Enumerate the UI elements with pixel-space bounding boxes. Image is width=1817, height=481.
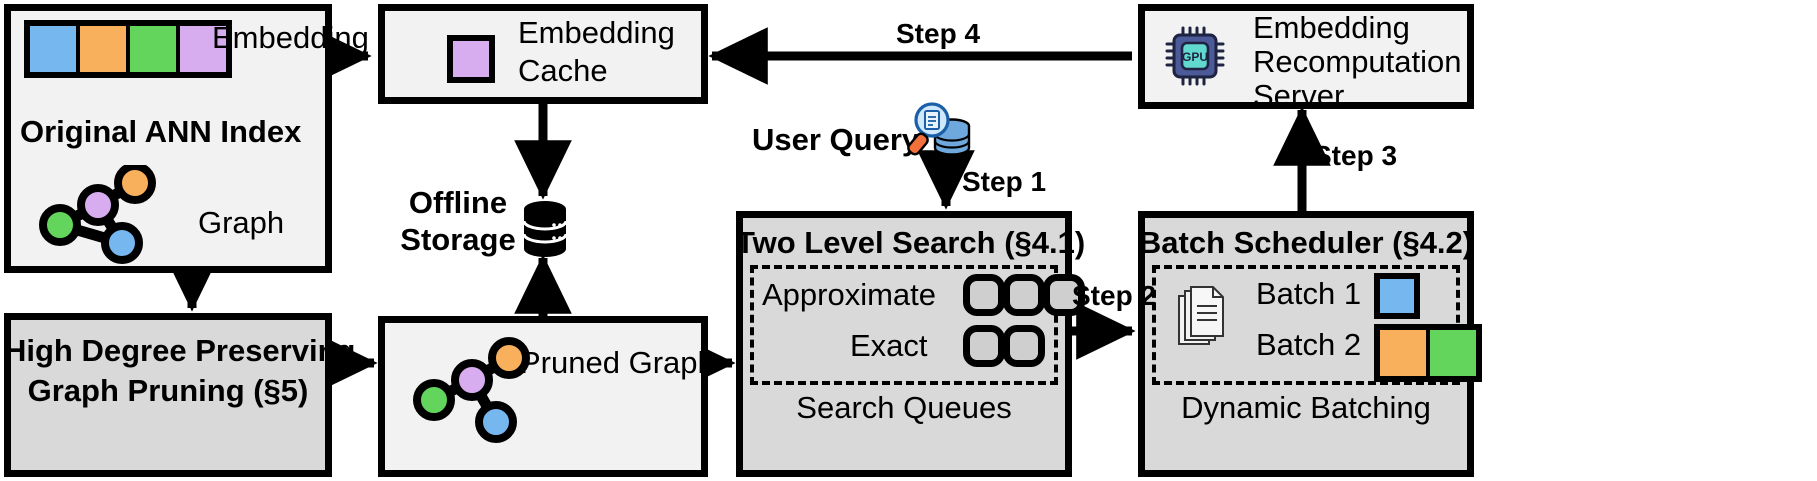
embedding-cache-line1: Embedding <box>518 15 675 50</box>
approximate-slot-2 <box>1003 274 1045 316</box>
embedding-chip-blue <box>30 26 76 72</box>
graph-pruning-line1: High Degree Preserving <box>4 333 356 368</box>
documents-stack-icon <box>1178 286 1224 345</box>
pruned-graph-label: Pruned Graph <box>520 345 715 380</box>
batch-1-chip-blue <box>1374 273 1420 319</box>
embedding-cache-box <box>378 4 708 104</box>
user-query-label: User Query <box>752 122 920 157</box>
batch-1-label: Batch 1 <box>1256 276 1362 311</box>
exact-slot-2 <box>1003 325 1045 367</box>
recomputation-server-line3: Server <box>1253 78 1345 113</box>
embedding-label: Embedding <box>212 20 369 55</box>
database-cylinder-icon <box>522 201 568 257</box>
graph-pruning-box <box>4 313 332 477</box>
graph-label: Graph <box>198 205 285 240</box>
exact-row-label: Exact <box>850 328 928 363</box>
offline-storage-line1: Offline <box>408 185 508 220</box>
gpu-icon-text: GPU <box>1182 50 1208 64</box>
approximate-row-label: Approximate <box>762 277 937 312</box>
magnifier-document-database-icon <box>907 102 971 156</box>
original-ann-index-title: Original ANN Index <box>20 114 302 149</box>
gpu-chip-icon: GPU <box>1165 26 1225 86</box>
embedding-chip-green <box>130 26 176 72</box>
embedding-chip-row <box>24 20 232 78</box>
original-graph-figure <box>39 165 156 264</box>
step-1-label: Step 1 <box>962 166 1047 197</box>
two-level-search-title: Two Level Search (§4.1) <box>736 225 1086 260</box>
exact-slot-1 <box>963 325 1005 367</box>
recomputation-server-line2: Recomputation <box>1253 44 1462 79</box>
graph-pruning-line2: Graph Pruning (§5) <box>27 373 309 408</box>
batch-scheduler-title: Batch Scheduler (§4.2) <box>1138 225 1474 260</box>
batch-2-chip-orange <box>1380 330 1426 376</box>
search-queues-panel <box>750 265 1058 385</box>
dynamic-batching-footer: Dynamic Batching <box>1181 390 1431 425</box>
approximate-slot-3 <box>1043 274 1085 316</box>
batch-2-label: Batch 2 <box>1256 327 1362 362</box>
step-4-label: Step 4 <box>896 18 981 49</box>
batch-2-chip-row <box>1374 324 1482 382</box>
batch-2-chip-green <box>1430 330 1476 376</box>
embedding-chip-purple <box>180 26 226 72</box>
embedding-cache-line2: Cache <box>518 53 608 88</box>
offline-storage-line2: Storage <box>400 222 516 257</box>
search-queues-footer: Search Queues <box>796 390 1012 425</box>
embedding-cache-chip <box>447 35 495 83</box>
embedding-chip-orange <box>80 26 126 72</box>
pruned-graph-figure <box>413 337 530 443</box>
approximate-slot-1 <box>963 274 1005 316</box>
step-2-label: Step 2 <box>1072 280 1157 311</box>
step-3-label: Step 3 <box>1313 140 1398 171</box>
recomputation-server-line1: Embedding <box>1253 10 1410 45</box>
